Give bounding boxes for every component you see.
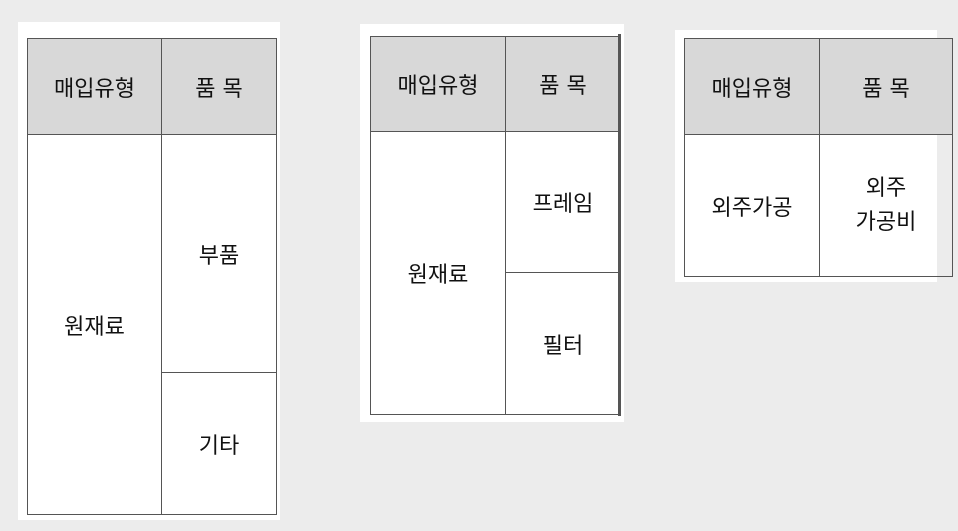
header-purchase-type: 매입유형 [27,38,162,135]
header-purchase-type: 매입유형 [370,36,506,132]
table-2-right-edge [618,34,621,416]
header-purchase-type: 매입유형 [684,38,820,135]
item-cell: 기타 [161,372,277,515]
header-item: 품 목 [819,38,953,135]
purchase-type-cell: 원재료 [370,131,506,415]
purchase-type-table-2: 매입유형 품 목 원재료 프레임 필터 [370,36,621,415]
item-cell: 외주 가공비 [819,134,953,277]
purchase-type-table-3: 매입유형 품 목 외주가공 외주 가공비 [684,38,953,277]
purchase-type-table-1: 매입유형 품 목 원재료 부품 기타 [27,38,277,515]
header-item: 품 목 [505,36,621,132]
item-cell: 필터 [505,272,621,415]
item-cell: 프레임 [505,131,621,273]
purchase-type-cell: 외주가공 [684,134,820,277]
purchase-type-cell: 원재료 [27,134,162,515]
header-item: 품 목 [161,38,277,135]
item-cell: 부품 [161,134,277,373]
